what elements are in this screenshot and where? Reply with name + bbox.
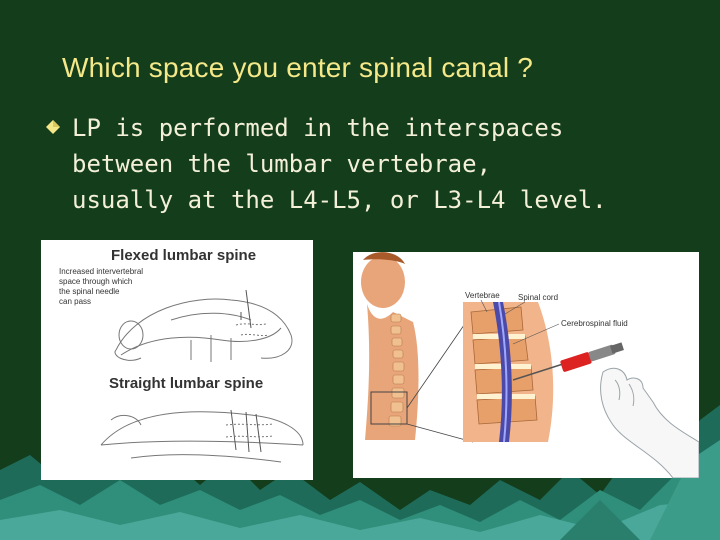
straight-heading: Straight lumbar spine bbox=[109, 375, 263, 392]
label-vertebrae: Vertebrae bbox=[465, 291, 500, 300]
bullet-text: LP is performed in the interspaces betwe… bbox=[72, 114, 607, 214]
zoomed-spine-section bbox=[463, 301, 554, 443]
flexed-spine-figure: Flexed lumbar spine Increased interverte… bbox=[41, 240, 313, 480]
gloved-hand bbox=[600, 367, 700, 479]
annotation-line-3: the spinal needle bbox=[59, 287, 120, 296]
straight-body-sketch bbox=[100, 409, 304, 463]
diamond-bullet-icon bbox=[46, 120, 60, 134]
needle-syringe bbox=[512, 342, 624, 381]
annotation-line-1: Increased intervertebral bbox=[59, 267, 143, 276]
lumbar-puncture-figure: Vertebrae Spinal cord Cerebrospinal flui… bbox=[353, 252, 700, 479]
slide-title: Which space you enter spinal canal ? bbox=[62, 52, 534, 83]
annotation-line-2: space through which bbox=[59, 277, 132, 286]
patient-silhouette bbox=[361, 252, 419, 440]
annotation-line-4: can pass bbox=[59, 297, 91, 306]
flexed-body-sketch bbox=[114, 289, 293, 362]
label-csf: Cerebrospinal fluid bbox=[561, 319, 628, 328]
label-spinal-cord: Spinal cord bbox=[518, 293, 558, 302]
flexed-heading: Flexed lumbar spine bbox=[111, 247, 256, 264]
